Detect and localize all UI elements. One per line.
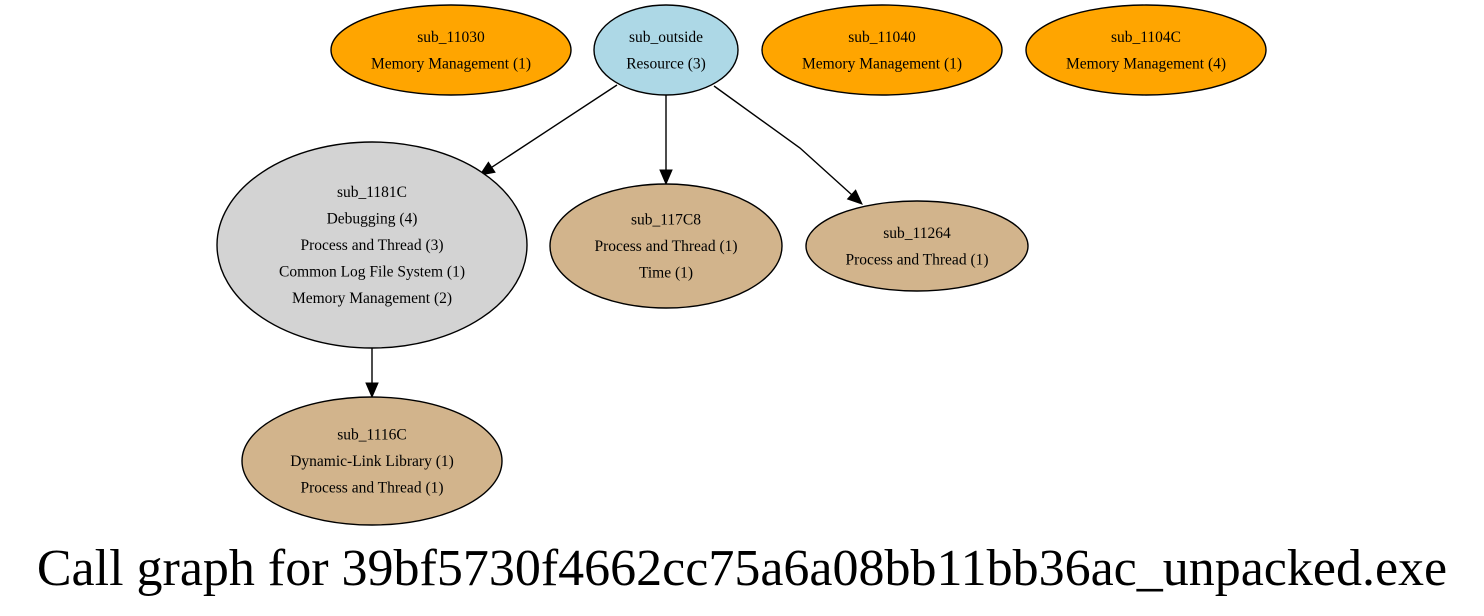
node-name: sub_1104C — [1111, 29, 1181, 46]
graph-title: Call graph for 39bf5730f4662cc75a6a08bb1… — [37, 540, 1447, 597]
graph-node-sub-1181c: sub_1181C Debugging (4) Process and Thread… — [216, 141, 528, 349]
arrowhead-icon — [478, 161, 496, 176]
node-name: sub_117C8 — [631, 212, 701, 229]
node-category: Process and Thread (1) — [594, 238, 737, 255]
node-category: Memory Management (4) — [1066, 55, 1226, 72]
node-name: sub_1116C — [337, 427, 406, 444]
node-category: Memory Management (1) — [371, 55, 531, 72]
edge-sub-1181c-to-sub-1116c — [365, 348, 379, 399]
node-name: sub_11264 — [883, 225, 951, 242]
node-category: Process and Thread (3) — [300, 237, 443, 254]
edge-line — [491, 84, 618, 168]
node-ellipse — [216, 141, 528, 349]
edge-sub-outside-to-sub-11264 — [713, 85, 863, 205]
edge-sub-outside-to-sub-1181c — [478, 84, 618, 176]
node-category: Debugging (4) — [327, 211, 418, 228]
node-category: Dynamic-Link Library (1) — [290, 453, 454, 470]
edges-layer — [365, 84, 863, 399]
node-ellipse — [330, 4, 572, 96]
node-ellipse — [805, 200, 1029, 292]
node-category: Resource (3) — [626, 55, 706, 72]
graph-node-sub-1104c: sub_1104C Memory Management (4) — [1025, 4, 1267, 96]
node-category: Memory Management (2) — [292, 290, 452, 307]
edge-line — [713, 85, 853, 196]
node-ellipse — [549, 183, 783, 309]
node-ellipse — [1025, 4, 1267, 96]
arrowhead-icon — [846, 189, 863, 205]
arrowhead-icon — [365, 382, 379, 399]
node-category: Memory Management (1) — [802, 55, 962, 72]
node-ellipse — [761, 4, 1003, 96]
arrowhead-icon — [659, 169, 673, 186]
node-ellipse — [593, 4, 739, 96]
node-category: Time (1) — [639, 265, 693, 282]
node-ellipse — [241, 396, 503, 526]
graph-node-sub-1116c: sub_1116C Dynamic-Link Library (1) Process… — [241, 396, 503, 526]
edge-sub-outside-to-sub-117c8 — [659, 95, 673, 186]
node-category: Process and Thread (1) — [300, 480, 443, 497]
node-category: Process and Thread (1) — [845, 251, 988, 268]
node-category: Common Log File System (1) — [279, 264, 465, 281]
node-name: sub_11030 — [417, 29, 485, 46]
node-name: sub_outside — [629, 29, 703, 46]
node-name: sub_1181C — [337, 184, 407, 201]
node-name: sub_11040 — [848, 29, 916, 46]
